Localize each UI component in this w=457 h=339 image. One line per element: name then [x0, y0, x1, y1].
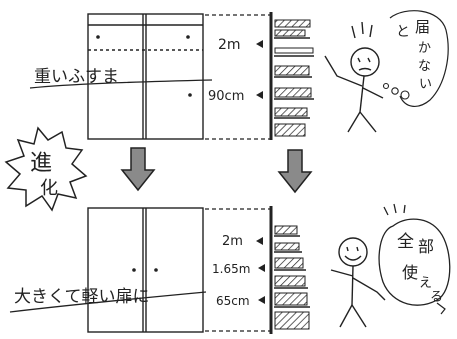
- top-height-label-2m: 2m: [218, 37, 241, 53]
- bottom-speech-char-3: 使: [402, 263, 418, 282]
- top-speech-char-1: と: [396, 24, 410, 40]
- top-speech-char-5: い: [419, 77, 432, 92]
- bottom-shelf-unit: [269, 206, 310, 334]
- bottom-height-label-65cm: 65cm: [216, 294, 250, 308]
- top-door-handles: [96, 35, 192, 97]
- bottom-speech-char-4: え: [419, 276, 432, 291]
- top-height-marker-90cm: [256, 91, 263, 99]
- bottom-caption: 大きくて軽い扉に: [14, 287, 150, 307]
- top-caption-underline: [29, 79, 213, 89]
- bottom-speech-char-1: 全: [397, 232, 414, 252]
- bottom-speech-char-2: 部: [418, 237, 434, 256]
- top-shelf-unit: [269, 12, 314, 140]
- bottom-height-marker-2m: [256, 237, 263, 245]
- evolution-char-2: 化: [40, 178, 58, 199]
- top-height-marker-2m: [256, 40, 263, 48]
- down-arrow-right: [277, 149, 313, 194]
- top-stick-figure: [324, 21, 384, 133]
- top-sliding-doors: [87, 13, 204, 140]
- bottom-speech-char-5: る: [430, 290, 443, 305]
- bottom-door-handles: [132, 268, 158, 272]
- top-speech-curve: [389, 10, 449, 107]
- evolution-badge: [4, 126, 88, 212]
- bottom-doors: [87, 207, 204, 333]
- evolution-char-1: 進: [30, 151, 52, 176]
- top-caption: 重いふすま: [34, 67, 119, 87]
- bottom-excitement-marks: [383, 203, 406, 216]
- bottom-height-label-1-65m: 1.65m: [212, 262, 250, 276]
- bottom-stick-figure: [330, 237, 386, 328]
- down-arrow-left: [120, 147, 156, 192]
- bottom-music-note: [436, 302, 446, 315]
- bottom-caption-underline: [9, 291, 207, 313]
- bottom-height-marker-1-65m: [258, 264, 265, 272]
- top-height-label-90cm: 90cm: [208, 89, 244, 104]
- bottom-panel: [87, 203, 451, 334]
- bottom-height-label-2m: 2m: [222, 234, 243, 249]
- bottom-speech-bubble: [378, 218, 451, 306]
- top-panel: [87, 10, 449, 140]
- top-speech-char-4: な: [418, 59, 431, 74]
- top-thought-bubbles: [382, 82, 410, 100]
- bottom-height-marker-65cm: [258, 296, 265, 304]
- top-speech-char-3: か: [418, 41, 431, 56]
- top-speech-char-2: 届: [415, 18, 430, 36]
